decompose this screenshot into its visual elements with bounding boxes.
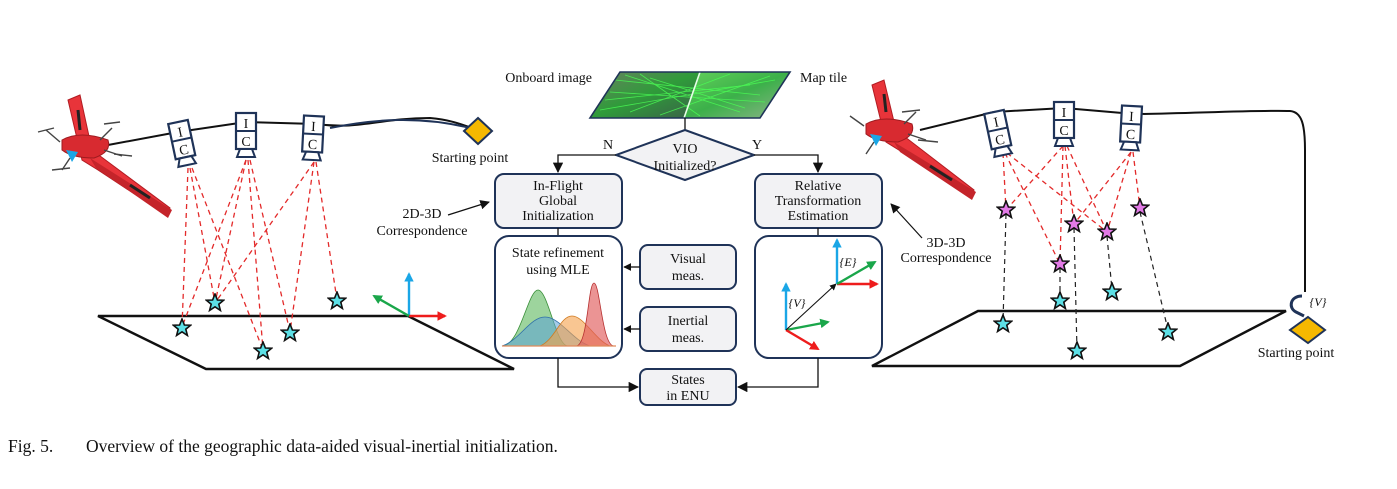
camera-label: C — [1059, 124, 1068, 139]
state-refinement-label-2: using MLE — [526, 263, 589, 278]
inertial-meas-label-2: meas. — [672, 331, 704, 346]
left-landmarks — [172, 291, 347, 360]
left-scene: I C I C I C Starting point 2D-3D Corresp… — [37, 94, 515, 371]
imu-label: I — [244, 117, 249, 132]
state-refinement-label: State refinement — [512, 246, 604, 261]
relative-transform-label-2: Transformation — [775, 194, 862, 209]
imu-label: I — [177, 125, 185, 141]
landmark-star-icon — [1067, 341, 1087, 360]
right-sensor-unit-1: I C — [982, 108, 1014, 159]
landmark-star-icon — [1050, 291, 1070, 310]
decision-label-2: Initialized? — [654, 159, 717, 174]
relative-transform-label-3: Estimation — [788, 209, 849, 224]
vio-initialized-decision — [613, 128, 757, 182]
branch-no-label: N — [603, 138, 613, 153]
onboard-image-label: Onboard image — [505, 71, 592, 86]
frame-alignment-axes-icon — [781, 238, 879, 351]
states-enu-label: States — [671, 373, 704, 388]
frame-e-label: {E} — [840, 255, 857, 269]
landmark-star-icon — [1158, 322, 1178, 341]
frame-v-label: {V} — [789, 296, 806, 310]
visual-meas-label: Visual — [670, 252, 706, 267]
branch-yes-connector — [754, 154, 824, 174]
decision-label: VIO — [673, 142, 698, 157]
branch-no-connector — [552, 154, 616, 174]
landmark-star-icon — [993, 314, 1013, 333]
camera-label: C — [307, 138, 317, 153]
states-enu-label-2: in ENU — [666, 389, 709, 404]
left-drone-icon — [37, 94, 172, 218]
right-ground-plane — [871, 309, 1287, 368]
right-trajectory — [919, 106, 1306, 292]
global-init-label: In-Flight — [533, 179, 583, 194]
figure-caption: Fig. 5. Overview of the geographic data-a… — [8, 436, 558, 457]
right-frame-v-label: {V} — [1310, 295, 1327, 309]
right-output-connector — [736, 358, 819, 393]
camera-label: C — [241, 135, 250, 150]
right-scene: I C I C I C {V} Starting point 3D-3D Cor… — [849, 79, 1335, 368]
imu-label: I — [1129, 110, 1135, 125]
visual-meas-label-2: meas. — [672, 269, 704, 284]
right-drone-icon — [849, 79, 976, 200]
right-projections — [1002, 211, 1169, 351]
inertial-meas-label: Inertial — [668, 314, 709, 329]
left-ground-plane — [97, 314, 515, 371]
right-starting-point-diamond-icon — [1288, 315, 1327, 345]
camera-label: C — [178, 143, 190, 160]
map-tile-label: Map tile — [800, 71, 847, 86]
left-sensor-unit-3: I C — [300, 114, 326, 162]
center-flowchart: Onboard image Map tile VIO Initialized? … — [494, 71, 883, 406]
correspondence-2d3d-label-2: Correspondence — [377, 224, 468, 239]
right-sensor-unit-2: I C — [1052, 100, 1076, 147]
camera-label: C — [1125, 128, 1135, 143]
states-enu-box — [639, 368, 737, 406]
landmark-star-icon — [280, 323, 300, 342]
global-init-label-2: Global — [539, 194, 577, 209]
relative-transform-label: Relative — [795, 179, 842, 194]
camera-label: C — [994, 133, 1006, 150]
figure-caption-text: Overview of the geographic data-aided vi… — [86, 436, 558, 456]
landmark-star-icon — [1102, 282, 1122, 301]
imu-label: I — [311, 120, 317, 135]
correspondence-3d3d-label: 3D-3D — [927, 236, 966, 251]
correspondence-2d3d-arrow — [447, 200, 490, 216]
landmark-star-icon — [205, 293, 225, 312]
branch-yes-label: Y — [752, 138, 762, 153]
right-starting-point-label: Starting point — [1258, 346, 1335, 361]
left-sensor-unit-2: I C — [234, 111, 258, 158]
landmark-star-icon — [327, 291, 347, 310]
right-frame-v-rotation-icon — [1289, 294, 1305, 318]
right-sensor-unit-3: I C — [1118, 104, 1144, 152]
landmark-star-icon — [172, 318, 192, 337]
imu-label: I — [993, 115, 1001, 131]
left-trajectory — [107, 116, 479, 146]
right-rays — [1002, 145, 1141, 265]
correspondence-2d3d-label: 2D-3D — [403, 207, 442, 222]
map-tile-image — [588, 71, 792, 119]
landmark-star-icon — [253, 341, 273, 360]
correspondence-3d3d-arrow — [890, 203, 923, 239]
left-starting-point-label: Starting point — [432, 151, 509, 166]
right-landmarks-ground — [993, 282, 1178, 360]
mle-distribution-curves-icon — [501, 282, 616, 347]
left-output-connector — [557, 358, 640, 393]
left-rays — [181, 159, 338, 351]
left-sensor-unit-1: I C — [166, 118, 198, 169]
figure-number: Fig. 5. — [8, 436, 54, 456]
left-starting-point-diamond-icon — [462, 116, 494, 146]
left-world-axes-icon — [372, 272, 447, 321]
correspondence-3d3d-label-2: Correspondence — [901, 251, 992, 266]
global-init-label-3: Initialization — [522, 209, 594, 224]
imu-label: I — [1062, 106, 1067, 121]
frame-alignment-box — [754, 235, 883, 359]
